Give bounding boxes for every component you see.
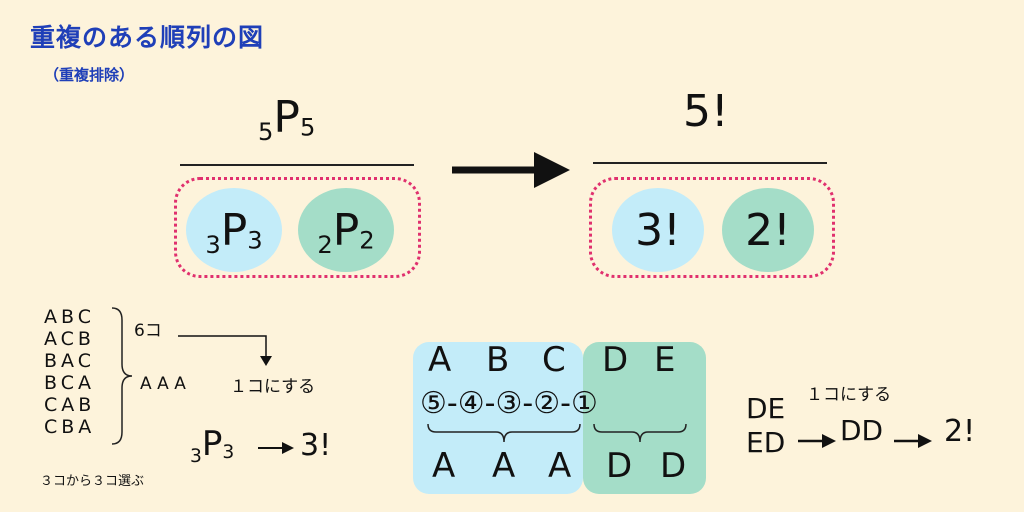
abc-panel (413, 342, 583, 494)
circled-3: ③ (495, 386, 523, 421)
list-item: BCA (44, 372, 95, 394)
numerator-5p5: 5P5 (258, 92, 316, 147)
arrow-to-result-icon (894, 434, 932, 448)
denominator-box-left (174, 177, 421, 278)
merged-dd: DD (840, 414, 884, 447)
letter-e: E (654, 340, 676, 380)
numerator-5-factorial: 5! (683, 86, 729, 137)
formula-sub: 3 (222, 441, 235, 463)
list-item: CAB (44, 394, 96, 416)
circle1-sub: 3 (247, 226, 263, 255)
de-panel (583, 342, 706, 494)
numerator-sub: 5 (299, 113, 316, 142)
bottom-letter: A (432, 446, 456, 486)
page-subtitle: （重複排除） (44, 66, 135, 84)
letter-d: D (602, 340, 629, 380)
circle1-pre: 3 (205, 230, 221, 259)
count-label: 6コ (134, 321, 162, 341)
circle-3p3: 3P3 (186, 188, 282, 272)
dash: - (560, 386, 571, 421)
list-item: CBA (44, 416, 96, 438)
permutation-list: ABC ACB BAC BCA CAB CBA (44, 306, 95, 438)
numerator-letter: P (273, 92, 300, 143)
circled-4: ④ (457, 386, 485, 421)
bottom-letter: D (660, 446, 687, 486)
right-arrow-icon (452, 152, 570, 188)
circled-2: ② (533, 386, 561, 421)
list-item: ABC (44, 306, 95, 328)
fraction-line-right (593, 162, 827, 164)
circle2-pre: 2 (317, 230, 333, 259)
dash: - (522, 386, 534, 421)
circle-2p2: 2P2 (298, 188, 394, 272)
circle-2-factorial: 2! (722, 188, 814, 272)
bottom-letters-row: A A A D D (432, 446, 686, 486)
letter-a: A (428, 340, 452, 380)
row-de: DE (746, 392, 786, 425)
circled-numbers-row: ⑤ - ④ - ③ - ② - ① (420, 386, 598, 421)
circled-1: ① (570, 386, 598, 421)
one-label-left: １コにする (230, 377, 316, 397)
fraction-line-left (180, 164, 414, 166)
letter-c: C (542, 340, 566, 380)
formula-result: 3! (300, 428, 332, 463)
row-ed: ED (746, 426, 786, 459)
dash: - (446, 386, 458, 421)
list-item: ACB (44, 328, 95, 350)
arrow-to-dd-icon (798, 434, 836, 448)
formula-arrow-icon (258, 442, 294, 454)
formula-pre: 3 (190, 445, 202, 467)
bottom-caption: ３コから３コ選ぶ (40, 474, 145, 489)
bottom-letter: A (492, 446, 516, 486)
dash: - (484, 386, 496, 421)
circle1-letter: P (220, 204, 248, 256)
merged-aaa: AAA (140, 374, 191, 394)
denominator-box-right (589, 177, 835, 278)
under-brace-de-icon (593, 423, 687, 443)
letter-b: B (486, 340, 510, 380)
page-title: 重複のある順列の図 (30, 23, 265, 52)
circled-5: ⑤ (420, 386, 447, 421)
under-brace-abc-icon (427, 423, 581, 443)
bottom-letter: D (606, 446, 633, 486)
formula-3p3: 3P3 (190, 424, 235, 467)
list-item: BAC (44, 350, 95, 372)
formula-letter: P (201, 424, 223, 464)
circle2-letter: P (332, 204, 360, 256)
right-brace-icon (111, 307, 133, 445)
numerator-pre: 5 (258, 118, 274, 147)
circle2-sub: 2 (359, 226, 375, 255)
bottom-letter: A (548, 446, 572, 486)
result-2-factorial: 2! (944, 414, 976, 449)
elbow-arrow-icon (178, 335, 272, 366)
one-label-right: １コにする (806, 385, 892, 405)
top-letters-row: A B C D E (428, 340, 675, 380)
circle-3-factorial: 3! (612, 188, 704, 272)
